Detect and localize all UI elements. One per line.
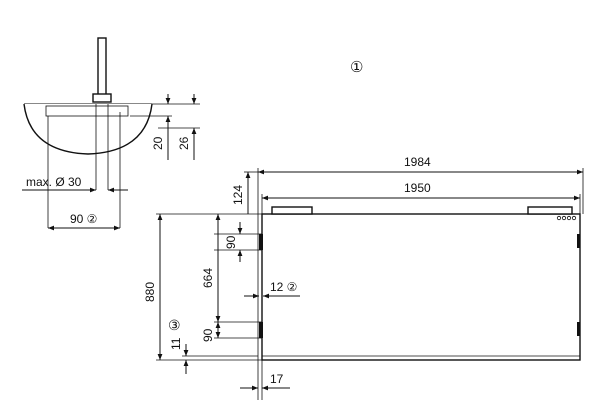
- dim-90-top-label: 90: [224, 235, 238, 249]
- dim-11-label: 11: [169, 337, 183, 350]
- dim-17-label: 17: [270, 372, 284, 386]
- dim-26-label: 26: [177, 136, 191, 150]
- dim-1950: 1950: [261, 181, 581, 214]
- view-marker: ①: [350, 59, 363, 76]
- top-bracket-right: [527, 206, 573, 215]
- dim-12-label: 12 ②: [270, 280, 297, 294]
- dim-90-2: 90 ②: [48, 212, 120, 231]
- lamp-side-view: [23, 37, 153, 228]
- dim-880-label: 880: [143, 282, 157, 302]
- dim-124-label: 124: [231, 185, 245, 205]
- dim-11: ③ 11: [168, 317, 189, 374]
- dim-20-26: 20 26: [130, 94, 200, 160]
- dim-90-2-label: 90 ②: [70, 212, 97, 226]
- dim-90-top: 90: [224, 222, 243, 262]
- top-bracket-left: [271, 206, 313, 215]
- dim-20-label: 20: [151, 136, 165, 150]
- threaded-rod: [97, 37, 107, 97]
- note-3-marker: ③: [168, 317, 181, 333]
- inner-bracket: [45, 105, 129, 117]
- dim-17: 17: [240, 360, 290, 400]
- dim-664: 664: [201, 214, 221, 322]
- hinge-bottom-left: [259, 322, 263, 338]
- panel-front-view: [259, 206, 581, 361]
- dim-max30-label: max. Ø 30: [26, 175, 82, 189]
- dim-880: 880: [143, 214, 163, 360]
- dim-12: 12 ②: [244, 280, 300, 299]
- dim-90-bottom-label: 90: [201, 328, 215, 342]
- dim-664-label: 664: [201, 268, 215, 288]
- mounting-nut: [92, 93, 112, 103]
- dim-124: 124: [231, 171, 258, 214]
- indicator-dots: [556, 215, 577, 221]
- dim-1984: 1984: [257, 155, 584, 400]
- latch-bottom-right: [577, 322, 580, 336]
- dim-1950-label: 1950: [404, 181, 431, 195]
- lamp-dome: [23, 103, 153, 155]
- latch-top-right: [577, 234, 580, 248]
- panel-body: [261, 213, 581, 361]
- dim-1984-label: 1984: [404, 155, 431, 169]
- dim-max30: max. Ø 30: [22, 175, 128, 193]
- hinge-top-left: [259, 234, 263, 250]
- dim-90-bottom: 90: [201, 322, 221, 342]
